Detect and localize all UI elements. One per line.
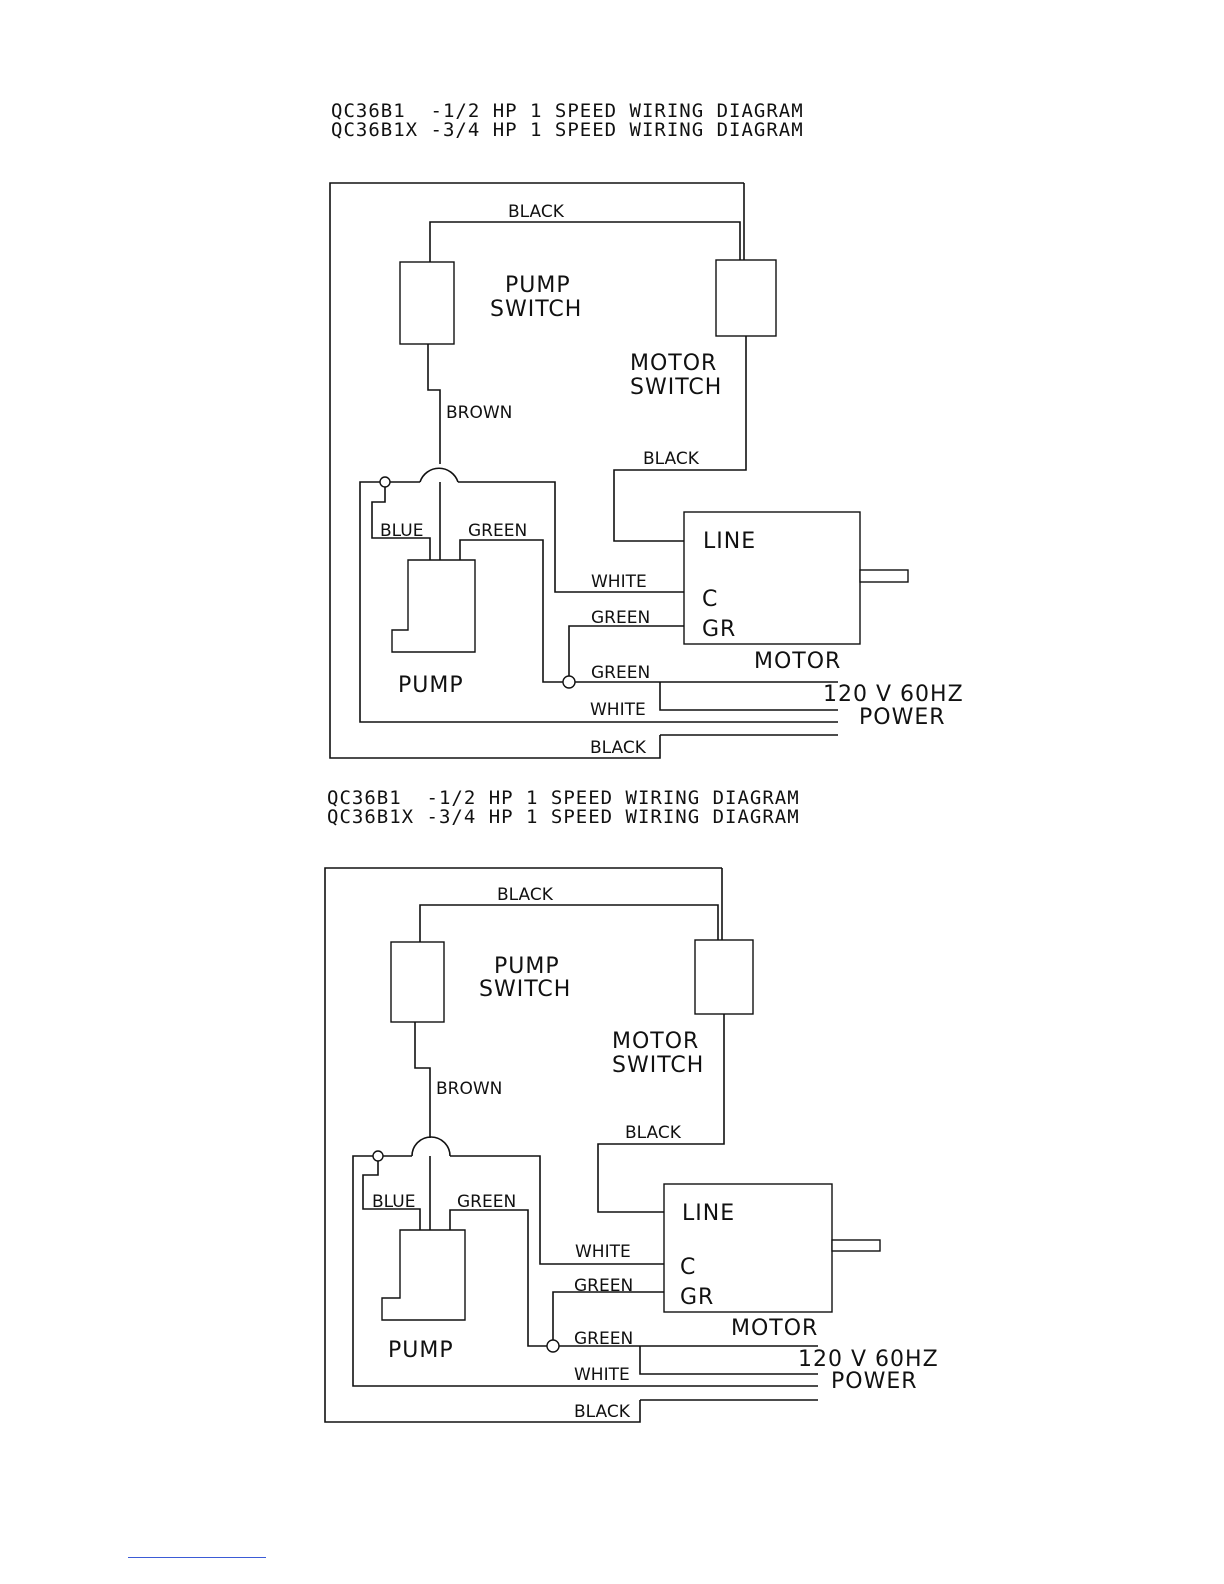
label-line: LINE <box>682 1201 735 1226</box>
wire-black-motor <box>597 1014 725 1213</box>
label-voltage: 120 V 60HZ <box>823 682 964 707</box>
pump-switch-box <box>399 261 455 345</box>
label-brown: BROWN <box>436 1079 502 1099</box>
wire-green-gr <box>552 1291 676 1346</box>
label-pump-switch-1: PUMP <box>505 273 571 298</box>
ground-node-top <box>379 476 391 488</box>
label-pump-switch-2: SWITCH <box>479 977 571 1002</box>
label-green-low: GREEN <box>591 663 650 683</box>
label-brown: BROWN <box>446 403 512 423</box>
label-white-c: WHITE <box>591 572 647 592</box>
label-black-top: BLACK <box>508 202 565 222</box>
ground-node-bottom <box>562 675 576 689</box>
motor-switch-box <box>694 939 754 1015</box>
diagram-title-line-1: QC36B1 -1/2 HP 1 SPEED WIRING DIAGRAM <box>327 787 800 809</box>
label-blue: BLUE <box>372 1192 415 1212</box>
label-gr: GR <box>680 1285 714 1310</box>
wire-green-gr <box>568 625 698 682</box>
diagram-title-line-2: QC36B1X -3/4 HP 1 SPEED WIRING DIAGRAM <box>331 119 804 141</box>
wire-white-power <box>639 1346 818 1375</box>
label-black-low: BLACK <box>590 738 647 758</box>
label-motor-switch-1: MOTOR <box>630 351 717 376</box>
label-motor-switch-2: SWITCH <box>612 1053 704 1078</box>
pump-body <box>381 1229 466 1321</box>
wire-black-top <box>429 221 741 270</box>
pump-body <box>391 559 476 653</box>
label-pump: PUMP <box>398 673 464 698</box>
wire-blue <box>371 482 431 560</box>
wire-blue <box>362 1156 421 1230</box>
wiring-schematic: BLACK PUMP SWITCH MOTOR SWITCH BROWN BLA… <box>329 182 964 759</box>
label-gr: GR <box>702 617 736 642</box>
pump-switch-box <box>390 941 445 1023</box>
wire-black-top <box>419 904 719 950</box>
wire-brown-crossover <box>419 467 459 483</box>
wire-brown-crossover <box>411 1136 451 1157</box>
ground-node-top <box>372 1150 384 1162</box>
label-voltage: 120 V 60HZ <box>798 1347 939 1372</box>
label-power: POWER <box>831 1369 918 1394</box>
ground-node-bottom <box>546 1339 560 1353</box>
label-black-low: BLACK <box>574 1402 631 1422</box>
label-blue: BLUE <box>380 521 423 541</box>
label-c: C <box>680 1255 696 1280</box>
footer-rule <box>128 1557 266 1558</box>
wire-brown <box>414 1022 431 1138</box>
label-green-pump: GREEN <box>468 521 527 541</box>
label-pump: PUMP <box>388 1338 454 1363</box>
wire-black-outer <box>329 182 744 759</box>
label-green-gr: GREEN <box>574 1276 633 1296</box>
label-motor: MOTOR <box>731 1316 818 1341</box>
label-black-mid: BLACK <box>643 449 700 469</box>
wire-brown <box>427 344 441 464</box>
wire-green-pump <box>449 1209 818 1347</box>
label-green-gr: GREEN <box>591 608 650 628</box>
diagram-title-line-1: QC36B1 -1/2 HP 1 SPEED WIRING DIAGRAM <box>331 100 804 122</box>
label-line: LINE <box>703 529 756 554</box>
motor-shaft <box>831 1239 881 1252</box>
label-white-low: WHITE <box>590 700 646 720</box>
label-power: POWER <box>859 705 946 730</box>
label-motor-switch-2: SWITCH <box>630 375 722 400</box>
label-motor: MOTOR <box>754 649 841 674</box>
wire-green-pump <box>459 539 838 683</box>
label-black-top: BLACK <box>497 885 554 905</box>
wire-white-c <box>458 481 690 593</box>
motor-box <box>683 511 861 645</box>
label-pump-switch-1: PUMP <box>494 954 560 979</box>
wire-white-c <box>450 1155 670 1265</box>
wiring-diagram-1: QC36B1 -1/2 HP 1 SPEED WIRING DIAGRAM QC… <box>0 0 1224 790</box>
wiring-schematic: BLACK PUMP SWITCH MOTOR SWITCH BROWN BLA… <box>324 867 939 1423</box>
label-c: C <box>702 587 718 612</box>
motor-switch-box <box>715 259 777 337</box>
wire-white-power <box>659 682 838 711</box>
label-pump-switch-2: SWITCH <box>490 297 582 322</box>
wire-black-motor <box>613 336 747 542</box>
label-white-c: WHITE <box>575 1242 631 1262</box>
wire-black-outer <box>324 867 722 1423</box>
label-white-low: WHITE <box>574 1365 630 1385</box>
label-green-pump: GREEN <box>457 1192 516 1212</box>
label-motor-switch-1: MOTOR <box>612 1029 699 1054</box>
motor-shaft <box>859 569 909 583</box>
label-green-low: GREEN <box>574 1329 633 1349</box>
diagram-title-line-2: QC36B1X -3/4 HP 1 SPEED WIRING DIAGRAM <box>327 806 800 828</box>
wiring-diagram-2: QC36B1 -1/2 HP 1 SPEED WIRING DIAGRAM QC… <box>0 787 1224 1470</box>
label-black-mid: BLACK <box>625 1123 682 1143</box>
